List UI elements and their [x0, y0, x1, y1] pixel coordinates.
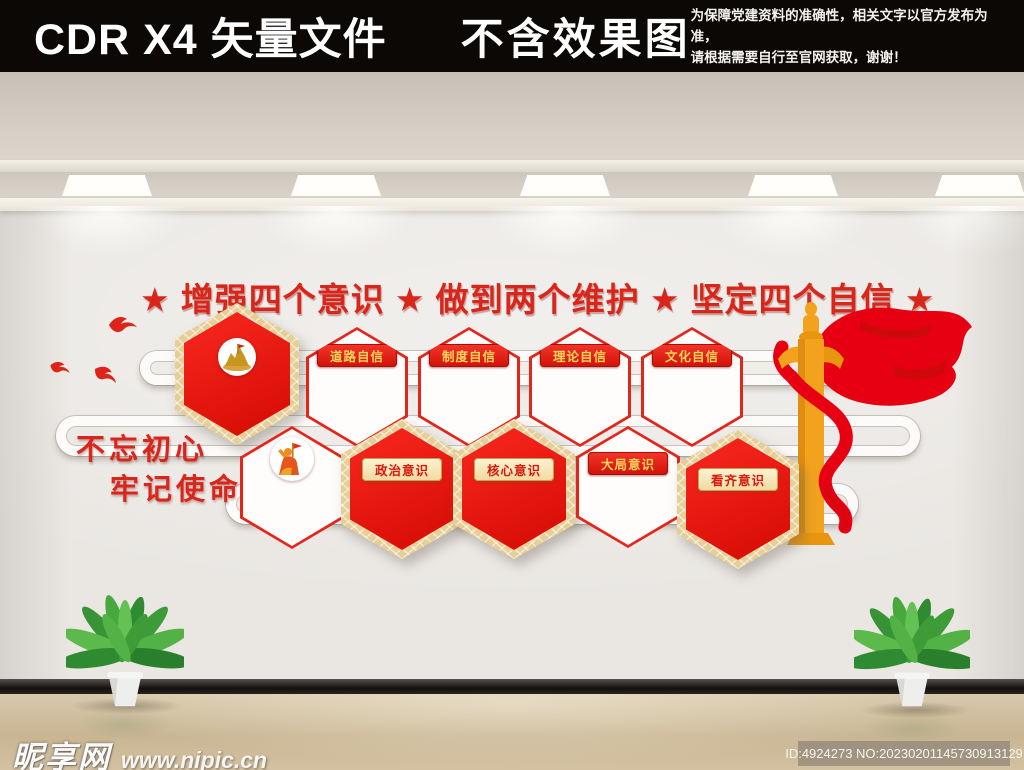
ceiling-light-icon — [62, 175, 152, 196]
hexagon-road-confidence: 道路自信 — [306, 327, 408, 447]
ceiling-light-recess — [0, 172, 1024, 198]
accuracy-notice: 为保障党建资料的准确性，相关文字以官方发布为准， 请根据需要自行至官网获取，谢谢… — [691, 5, 1000, 68]
slogan-line-1: 不忘初心 — [76, 434, 209, 466]
file-format-title: CDR X4 矢量文件 — [34, 16, 387, 64]
light-glow — [885, 206, 1024, 321]
hexagon-label: 看齐意识 — [697, 468, 779, 491]
accuracy-notice-line1: 为保障党建资料的准确性，相关文字以官方发布为准， — [690, 7, 988, 44]
bird-icon — [109, 317, 137, 333]
hexagon-label: 理论自信 — [539, 344, 621, 367]
plant-shadow — [840, 699, 990, 721]
hexagon-label: 核心意识 — [473, 458, 555, 481]
ceiling-molding-upper — [0, 160, 1024, 172]
slogan-line-2: 牢记使命 — [110, 474, 243, 506]
red-flag-icon — [812, 307, 972, 406]
accuracy-notice-line2: 请根据需要自行至官网获取，谢谢！ — [690, 49, 907, 65]
hexagon-emblem — [175, 303, 299, 445]
ceiling-light-icon — [748, 175, 838, 196]
image-id-badge: ID:4924273 NO:20230201145730913129 — [785, 741, 1023, 766]
bird-icon — [95, 366, 116, 384]
site-name: 昵享网 — [12, 740, 111, 770]
light-glow — [241, 206, 431, 321]
top-bar: CDR X4 矢量文件 不含效果图 为保障党建资料的准确性，相关文字以官方发布为… — [0, 0, 1024, 72]
light-glow — [470, 206, 660, 321]
monument-emblem-icon — [218, 338, 256, 376]
hexagon-alignment-awareness: 看齐意识 — [677, 429, 799, 569]
hexagon-white-panel — [579, 429, 677, 545]
hexagon-label: 文化自信 — [651, 344, 733, 367]
no-effect-title: 不含效果图 — [460, 16, 691, 64]
hexagon-label: 道路自信 — [316, 344, 398, 367]
ceiling-light-icon — [935, 175, 1024, 196]
light-glow — [12, 206, 202, 321]
potted-plant-left — [66, 595, 184, 707]
site-watermark: 昵享网 www.nipic.cn — [12, 732, 267, 770]
room-scene — [0, 72, 1024, 770]
hexagon-figure — [240, 426, 344, 549]
hexagon-theory-confidence: 理论自信 — [529, 327, 631, 447]
hexagon-culture-confidence: 文化自信 — [641, 327, 743, 447]
potted-plant-right — [854, 596, 970, 707]
figure-emblem-icon — [270, 437, 314, 481]
hexagon-core-awareness: 核心意识 — [453, 419, 575, 559]
ceiling — [0, 72, 1024, 162]
hexagon-label: 制度自信 — [428, 344, 510, 367]
flag-and-pillar-decoration — [773, 302, 972, 545]
hexagon-political-awareness: 政治意识 — [341, 419, 463, 559]
ceiling-light-icon — [291, 175, 381, 196]
ribbon-icon — [785, 370, 853, 534]
culture-wall-title: ★ 增强四个意识 ★ 做到两个维护 ★ 坚定四个自信 ★ — [140, 281, 936, 318]
bird-icon — [50, 361, 70, 373]
hexagon-label: 大局意识 — [587, 452, 669, 475]
site-url: www.nipic.cn — [121, 747, 268, 770]
pillar-icon — [778, 302, 844, 545]
hexagon-label: 政治意识 — [361, 458, 443, 481]
ceiling-light-icon — [520, 175, 610, 196]
plant-reflection — [60, 704, 190, 744]
light-glow — [698, 206, 888, 321]
baseboard — [0, 679, 1024, 696]
